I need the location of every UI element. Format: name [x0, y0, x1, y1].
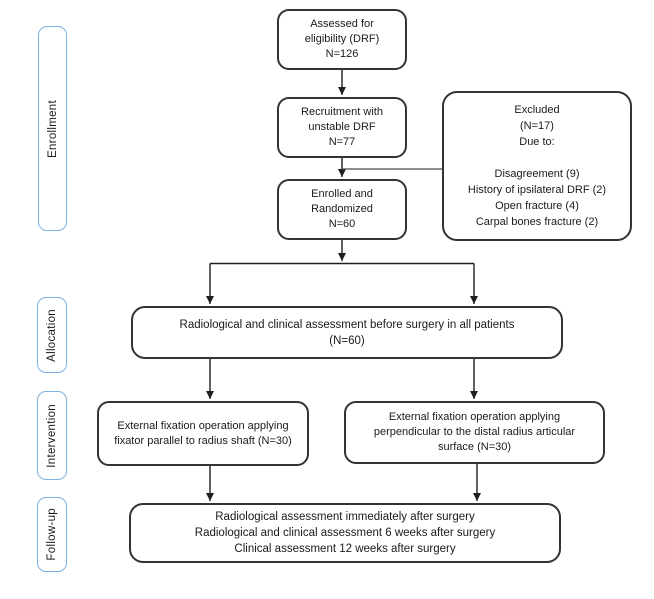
text-line: Carpal bones fracture (2) — [475, 216, 599, 228]
text-line: Radiological assessment immediately afte… — [215, 511, 475, 523]
text-line: unstable DRF — [308, 121, 376, 133]
excluded-header: Excluded (N=17) Due to: — [514, 102, 559, 150]
text-line: (N=60) — [329, 334, 365, 347]
text-line: N=126 — [325, 48, 359, 60]
text-line: Assessed for — [310, 18, 374, 30]
text-line: Enrolled and — [311, 188, 373, 200]
stage-label-text: Enrollment — [46, 99, 59, 158]
text-line: Radiological and clinical assessment 6 w… — [194, 527, 496, 539]
text-line: Disagreement (9) — [494, 168, 580, 180]
text-line: History of ipsilateral DRF (2) — [467, 184, 607, 196]
text-line: eligibility (DRF) — [304, 33, 380, 45]
text-line: Open fracture (4) — [495, 200, 579, 212]
box-intervention-parallel: External fixation operation applying fix… — [97, 401, 309, 466]
stage-label-allocation: Allocation — [37, 297, 67, 373]
text-line: N=77 — [328, 136, 356, 148]
stage-label-text: Allocation — [46, 308, 58, 362]
text-line: surface (N=30) — [437, 441, 512, 453]
text-line: External fixation operation applying — [388, 411, 561, 423]
text-line: Radiological and clinical assessment bef… — [179, 318, 515, 331]
stage-label-enrollment: Enrollment — [38, 26, 67, 231]
text-line: Recruitment with — [301, 106, 383, 118]
text-line: Randomized — [311, 203, 373, 215]
text-line: perpendicular to the distal radius artic… — [373, 426, 576, 438]
box-excluded: Excluded (N=17) Due to: Disagreement (9)… — [442, 91, 632, 241]
text-line: (N=17) — [520, 120, 554, 132]
box-followup-assessment: Radiological assessment immediately afte… — [129, 503, 561, 563]
text-line: Clinical assessment 12 weeks after surge… — [234, 543, 456, 555]
stage-label-text: Intervention — [46, 403, 58, 468]
box-intervention-perpendicular: External fixation operation applying per… — [344, 401, 605, 464]
box-recruitment: Recruitment with unstable DRF N=77 — [277, 97, 407, 158]
text-line: External fixation operation applying — [117, 419, 289, 432]
text-line: fixator parallel to radius shaft (N=30) — [114, 434, 292, 447]
box-enrolled-randomized: Enrolled and Randomized N=60 — [277, 179, 407, 240]
stage-label-followup: Follow-up — [37, 497, 67, 572]
stage-label-text: Follow-up — [46, 508, 58, 561]
text-line: Due to: — [519, 136, 555, 148]
text-line: N=60 — [328, 218, 356, 230]
text-line: Excluded — [514, 104, 560, 116]
box-assessed-eligibility: Assessed for eligibility (DRF) N=126 — [277, 9, 407, 70]
stage-label-intervention: Intervention — [37, 391, 67, 480]
box-allocation-assessment: Radiological and clinical assessment bef… — [131, 306, 563, 359]
excluded-reasons: Disagreement (9) History of ipsilateral … — [468, 166, 606, 230]
